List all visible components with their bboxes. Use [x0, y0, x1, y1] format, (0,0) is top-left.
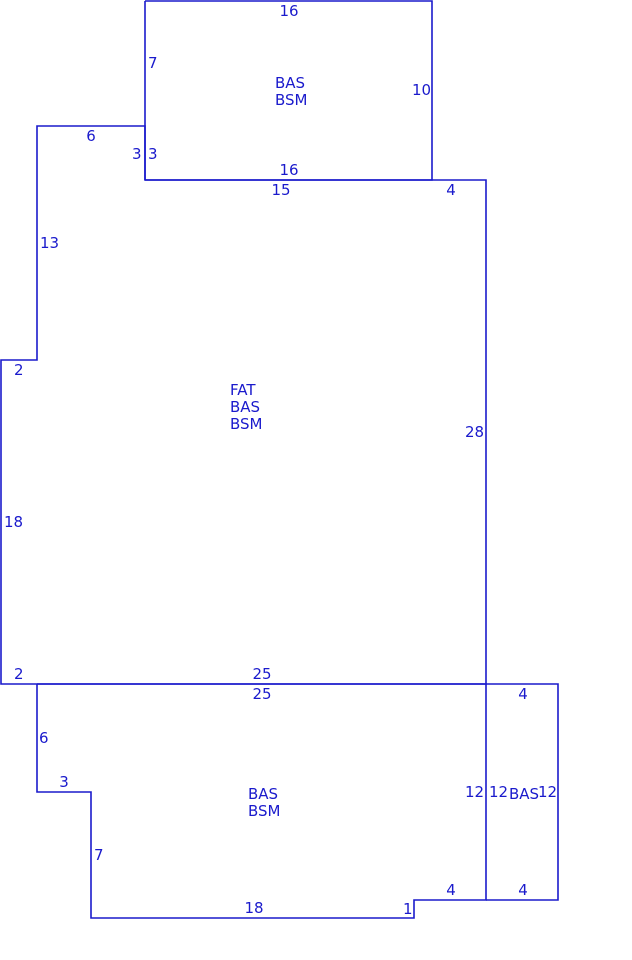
side-room-outline	[486, 683, 559, 901]
dim-side-top: 4	[518, 685, 528, 703]
dim-main-top-right: 4	[446, 181, 456, 199]
dim-bottom-right-step: 4	[446, 881, 456, 899]
dim-bottom-left-upper: 6	[39, 729, 49, 747]
bottom-room-outline	[36, 683, 487, 919]
top-area-label-2: BSM	[275, 91, 308, 109]
dim-side-left: 12	[489, 783, 508, 801]
dim-side-right: 12	[538, 783, 557, 801]
dim-main-left-upper: 13	[40, 234, 59, 252]
bottom-area-label-2: BSM	[248, 802, 281, 820]
main-area-label-3: BSM	[230, 415, 263, 433]
dim-top-top: 16	[279, 2, 298, 20]
dim-main-bottom-notch: 2	[14, 665, 24, 683]
dim-top-step-left: 3	[132, 145, 142, 163]
dim-top-step-right: 3	[148, 145, 158, 163]
dim-main-right: 28	[465, 423, 484, 441]
dim-top-left: 7	[148, 54, 158, 72]
top-area-label-1: BAS	[275, 74, 305, 92]
dim-bottom-top: 25	[252, 685, 271, 703]
dim-main-left-lower: 18	[4, 513, 23, 531]
dim-bottom-bottom: 18	[244, 899, 263, 917]
dim-bottom-step: 3	[59, 773, 69, 791]
dim-bottom-jog: 1	[403, 900, 413, 918]
dim-main-bottom: 25	[252, 665, 271, 683]
dim-bottom-right: 12	[465, 783, 484, 801]
dim-bottom-left-lower: 7	[94, 846, 104, 864]
dim-main-ledge: 6	[86, 127, 96, 145]
dim-side-bottom: 4	[518, 881, 528, 899]
side-area-label: BAS	[509, 785, 539, 803]
main-room-outline	[0, 125, 487, 685]
main-area-label-1: FAT	[230, 381, 256, 399]
dim-main-notch: 2	[14, 361, 24, 379]
dim-main-top: 15	[271, 181, 290, 199]
bottom-area-label-1: BAS	[248, 785, 278, 803]
dim-top-right: 10	[412, 81, 431, 99]
dim-top-bottom: 16	[279, 161, 298, 179]
main-area-label-2: BAS	[230, 398, 260, 416]
